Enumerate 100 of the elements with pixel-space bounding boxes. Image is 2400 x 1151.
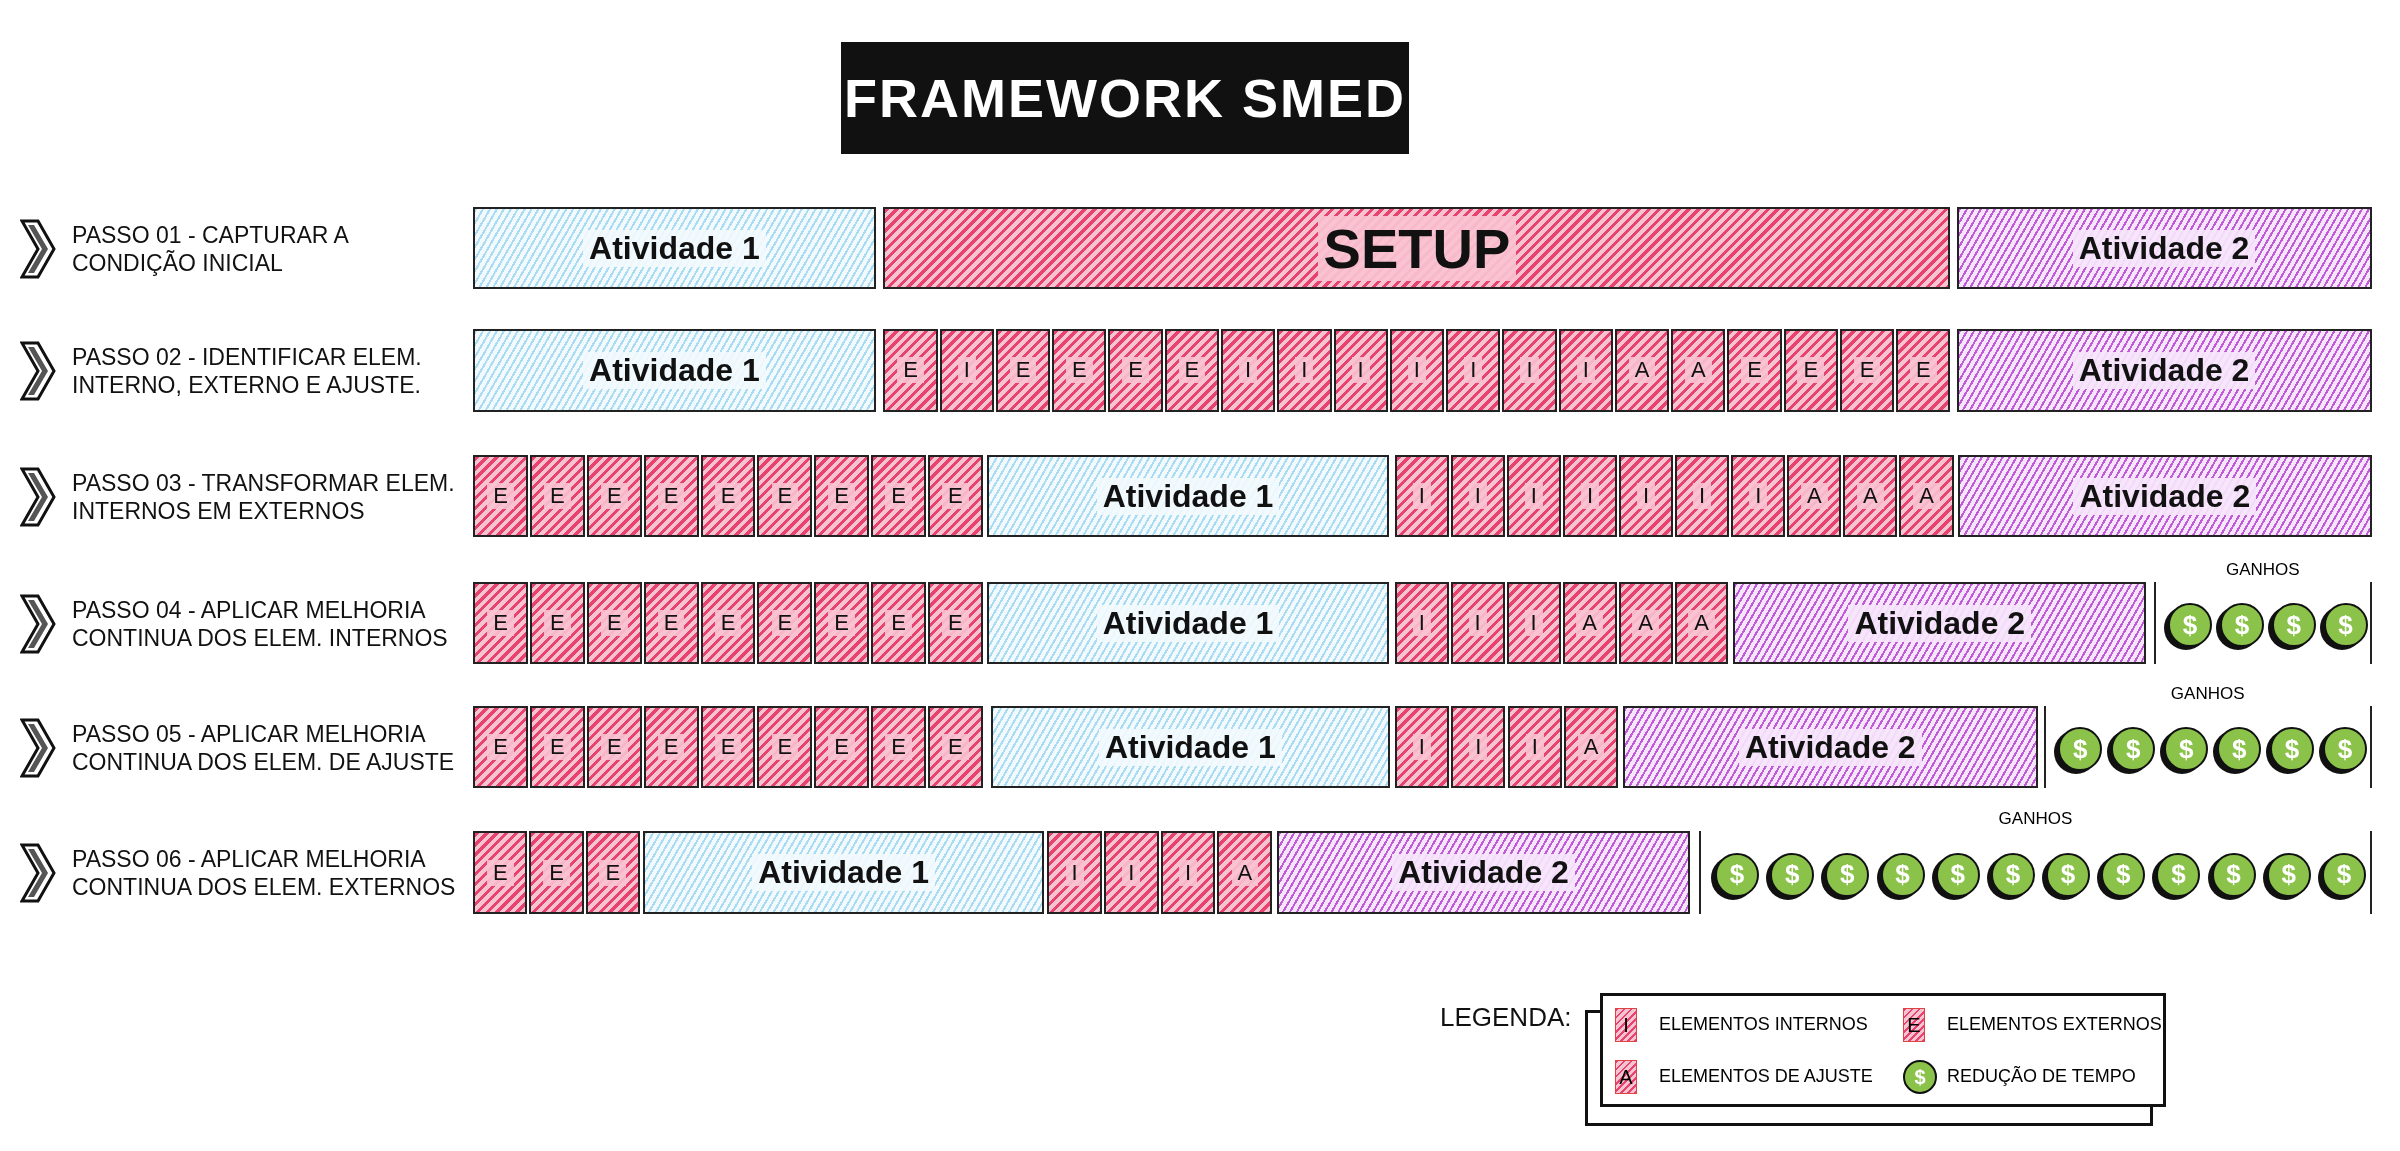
- activity-bar: Atividade 2: [1958, 454, 2372, 538]
- task-block: E: [1727, 329, 1782, 412]
- legend-text: ELEMENTOS EXTERNOS: [1947, 1014, 2162, 1035]
- task-block: I: [1103, 831, 1159, 914]
- task-block: E: [757, 581, 813, 665]
- task-block: E: [700, 581, 756, 665]
- legend-swatch: I: [1615, 1008, 1637, 1042]
- task-block: I: [1333, 329, 1388, 412]
- coin-icon: $: [2101, 852, 2146, 897]
- task-block: A: [1671, 329, 1726, 412]
- task-block: E: [529, 581, 585, 665]
- activity-bar: Atividade 1: [473, 329, 876, 412]
- step-label: PASSO 02 - IDENTIFICAR ELEM. INTERNO, EXTERNO E AJUSTE.: [72, 343, 423, 400]
- gains-heading: GANHOS: [1997, 809, 2074, 830]
- activity-bar: Atividade 2: [1956, 329, 2372, 412]
- task-block: E: [643, 454, 699, 538]
- gains-heading: GANHOS: [2169, 683, 2246, 704]
- task-block: E: [928, 705, 983, 789]
- task-block: E: [871, 454, 926, 538]
- coin-icon: $: [2270, 727, 2315, 772]
- coin-icon: $: [2156, 852, 2201, 897]
- task-block: I: [1394, 454, 1449, 538]
- task-block: I: [1221, 329, 1276, 412]
- coin-icon: $: [1990, 852, 2035, 897]
- coin-icon: $: [1880, 852, 1925, 897]
- activity-bar: Atividade 1: [987, 581, 1389, 665]
- activity-bar: Atividade 2: [1956, 206, 2372, 290]
- activity-bar: Atividade 2: [1622, 705, 2038, 789]
- task-block: I: [1506, 581, 1561, 665]
- task-block: E: [473, 831, 528, 914]
- coin-icon: $: [2266, 852, 2311, 897]
- task-block: E: [700, 705, 756, 789]
- task-block: I: [1394, 581, 1449, 665]
- task-block: I: [1277, 329, 1332, 412]
- task-block: E: [1896, 329, 1951, 412]
- task-block: I: [1731, 454, 1786, 538]
- gains-heading: GANHOS: [2224, 559, 2301, 580]
- task-block: E: [643, 705, 699, 789]
- activity-bar: Atividade 1: [473, 206, 876, 290]
- task-block: E: [1108, 329, 1163, 412]
- task-block: A: [1614, 329, 1670, 412]
- legend-text: REDUÇÃO DE TEMPO: [1947, 1066, 2136, 1087]
- step-label: PASSO 04 - APLICAR MELHORIA CONTINUA DOS ELEM. INTERNOS: [72, 595, 449, 652]
- step-label: PASSO 05 - APLICAR MELHORIA CONTINUA DOS ELEM. DE AJUSTE: [72, 719, 456, 776]
- task-block: E: [1783, 329, 1838, 412]
- task-block: I: [1563, 454, 1618, 538]
- legend-text: ELEMENTOS DE AJUSTE: [1659, 1066, 1873, 1087]
- legend-swatch: E: [1903, 1008, 1925, 1042]
- coin-icon: $: [2321, 852, 2366, 897]
- coin-icon: $: [1825, 852, 1870, 897]
- coin-icon: $: [2111, 727, 2156, 772]
- task-block: I: [1507, 705, 1562, 789]
- legend-swatch: A: [1615, 1060, 1637, 1094]
- task-block: E: [473, 705, 528, 789]
- task-block: A: [1618, 581, 1673, 665]
- task-block: A: [1843, 454, 1898, 538]
- coin-icon: $: [2271, 603, 2316, 648]
- title-banner: FRAMEWORK SMED: [841, 42, 1409, 154]
- task-block: E: [529, 831, 584, 914]
- task-block: E: [643, 581, 699, 665]
- task-block: I: [1450, 454, 1505, 538]
- coin-icon: $: [2219, 603, 2264, 648]
- task-block: E: [586, 581, 642, 665]
- task-block: I: [1506, 454, 1561, 538]
- step-label: PASSO 03 - TRANSFORMAR ELEM. INTERNOS EM EXTERNOS: [72, 468, 456, 525]
- step-label: PASSO 01 - CAPTURAR A CONDIÇÃO INICIAL: [72, 220, 350, 277]
- task-block: I: [1451, 705, 1506, 789]
- coin-icon: $: [2217, 727, 2262, 772]
- task-block: E: [1839, 329, 1895, 412]
- task-block: I: [1389, 329, 1445, 412]
- coin-icon: $: [2323, 603, 2368, 648]
- activity-bar: Atividade 1: [990, 705, 1391, 789]
- task-block: E: [883, 329, 938, 412]
- legend-heading: LEGENDA:: [1440, 1003, 1573, 1031]
- task-block: I: [939, 329, 994, 412]
- coin-icon: $: [2168, 603, 2213, 648]
- activity-bar: Atividade 1: [643, 831, 1045, 914]
- task-block: I: [1675, 454, 1730, 538]
- task-block: E: [586, 705, 642, 789]
- task-block: E: [700, 454, 756, 538]
- task-block: E: [871, 581, 926, 665]
- task-block: E: [928, 454, 983, 538]
- task-block: I: [1394, 705, 1450, 789]
- activity-bar: Atividade 2: [1276, 831, 1691, 914]
- task-block: E: [585, 831, 640, 914]
- task-block: E: [473, 581, 528, 665]
- coin-icon: $: [2046, 852, 2091, 897]
- task-block: E: [814, 581, 870, 665]
- task-block: I: [1047, 831, 1102, 914]
- task-block: E: [814, 705, 870, 789]
- task-block: E: [757, 705, 813, 789]
- activity-bar: Atividade 1: [987, 454, 1389, 538]
- task-block: E: [871, 705, 926, 789]
- task-block: E: [814, 454, 870, 538]
- task-block: I: [1619, 454, 1674, 538]
- coin-icon: $: [2164, 727, 2209, 772]
- task-block: E: [529, 454, 585, 538]
- task-block: A: [1899, 454, 1954, 538]
- coin-icon: $: [2058, 727, 2103, 772]
- task-block: E: [586, 454, 642, 538]
